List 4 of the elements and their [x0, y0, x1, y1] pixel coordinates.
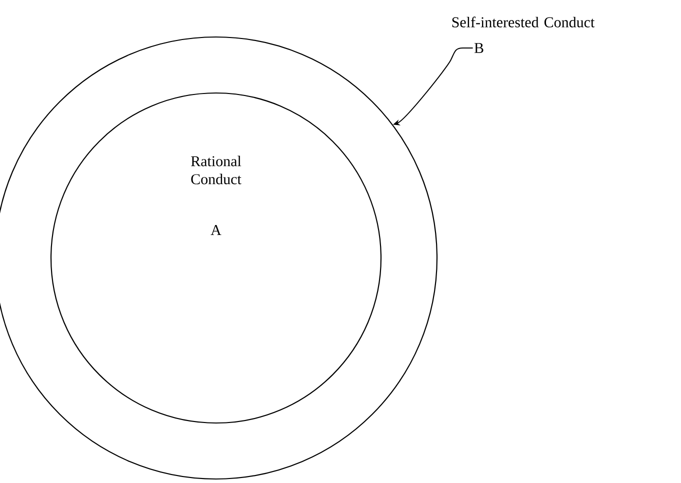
circle-label: A: [210, 225, 222, 235]
circle-label: Rational Conduct: [191, 156, 242, 184]
callout-letter: B: [474, 43, 484, 53]
circle-label: Self-interested Conduct: [452, 16, 595, 28]
